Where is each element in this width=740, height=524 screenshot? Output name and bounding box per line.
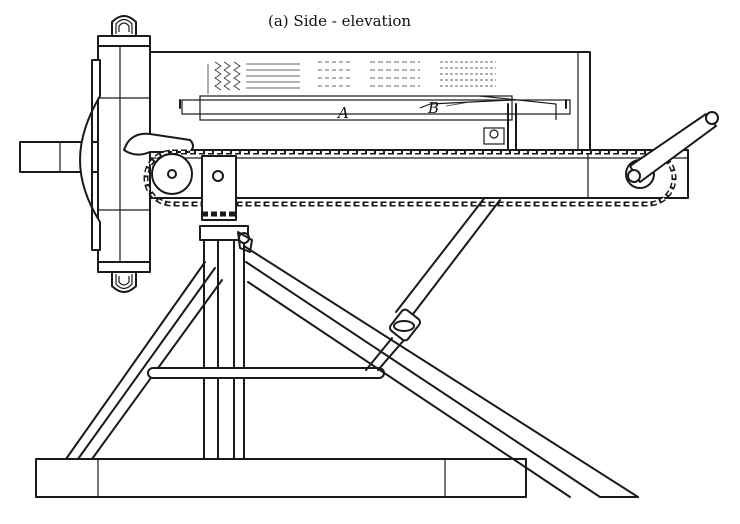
internal-mechanism <box>199 95 557 151</box>
tripod-stand <box>35 195 639 498</box>
label-b: B <box>427 99 439 117</box>
muzzle-housing <box>79 15 151 293</box>
label-a: A <box>336 104 349 122</box>
left-leg <box>65 261 223 460</box>
figure-caption: (a) Side - elevation <box>268 12 411 30</box>
chain-drive <box>143 111 719 207</box>
spring-hatching <box>207 61 496 94</box>
cradle-frame <box>149 149 689 199</box>
gun-body: A B <box>19 15 591 293</box>
base-plank <box>35 458 527 498</box>
feed-lever <box>123 132 194 156</box>
clamp <box>237 231 253 253</box>
crank-handle[interactable] <box>627 111 719 183</box>
turnbuckle <box>388 308 422 342</box>
front-sprocket <box>151 153 193 195</box>
pivot-block <box>201 155 237 221</box>
center-post <box>199 225 249 460</box>
elevating-strut <box>365 195 501 371</box>
stretcher-bar <box>147 367 385 379</box>
rear-leg <box>243 245 639 498</box>
